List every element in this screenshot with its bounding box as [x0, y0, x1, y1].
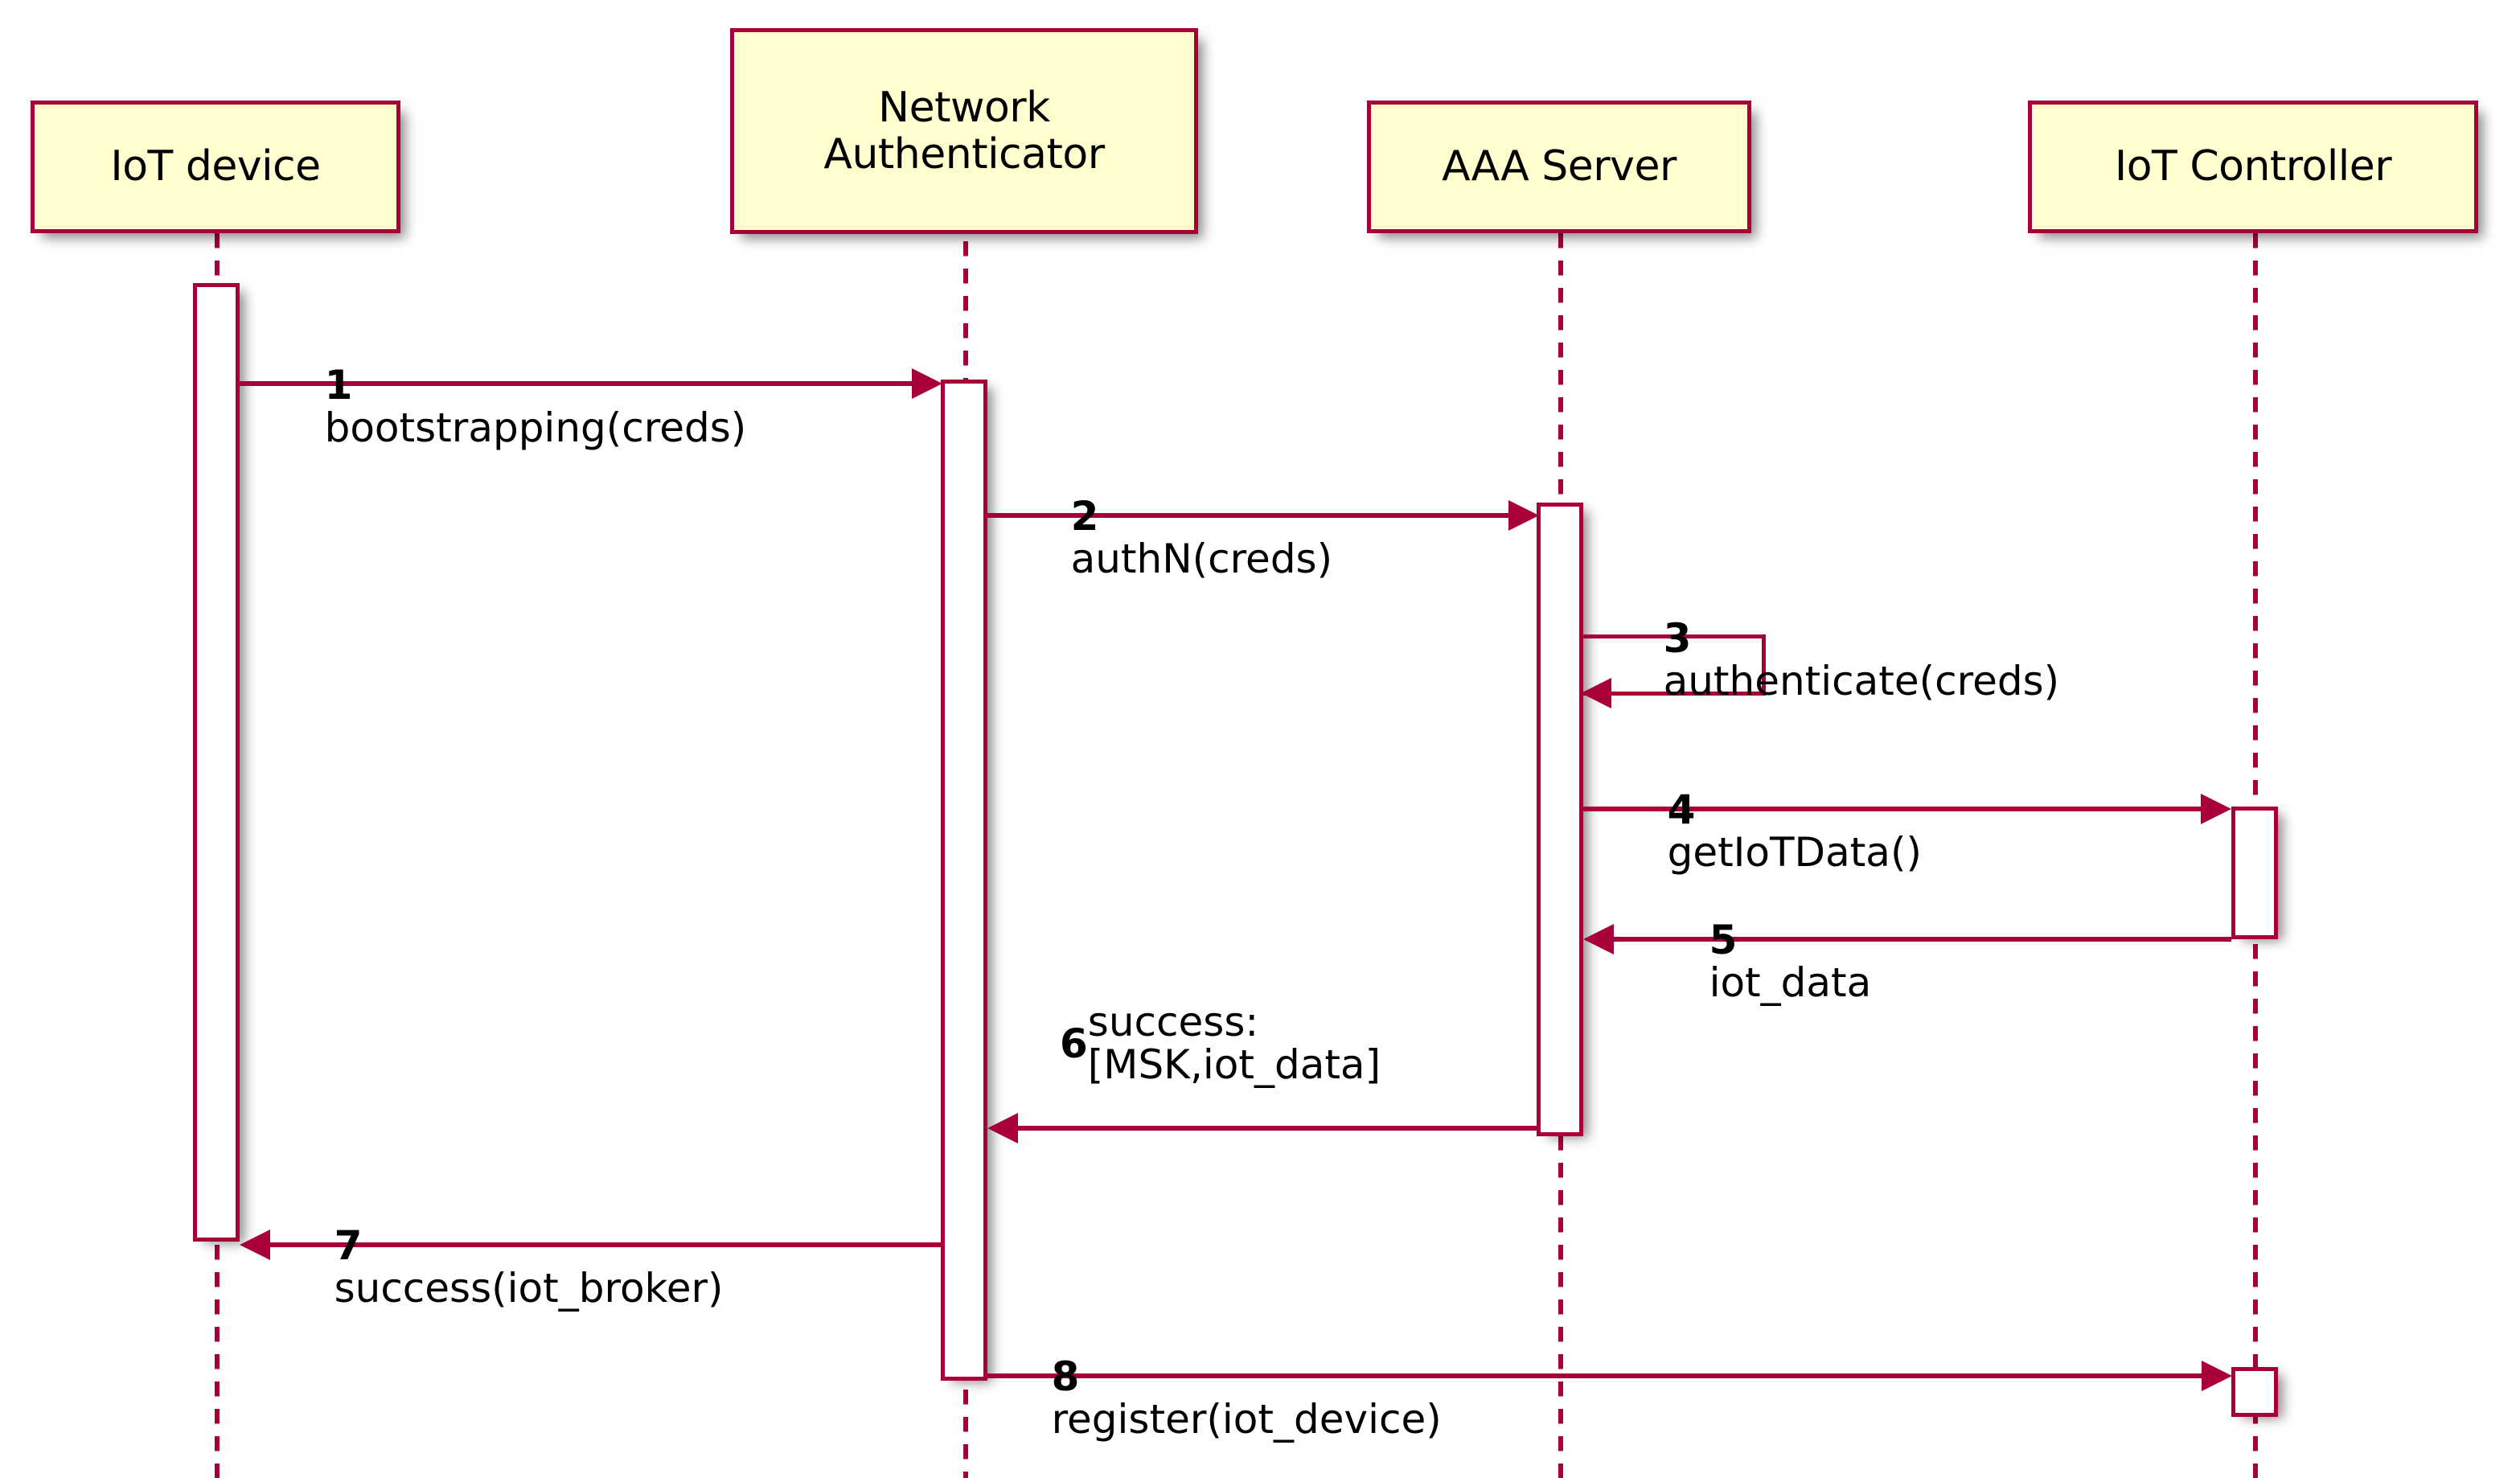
message-2-line: [987, 513, 1510, 518]
participant-label: Network Authenticator: [823, 83, 1105, 179]
message-1-arrowhead: [912, 368, 942, 399]
message-5-number: 5: [1709, 917, 1738, 963]
participant-iot-device[interactable]: IoT device: [31, 101, 400, 233]
message-3-number: 3: [1663, 615, 1692, 662]
participant-iot-controller[interactable]: IoT Controller: [2028, 101, 2478, 233]
message-7-arrowhead: [240, 1230, 270, 1260]
message-3-label: 3 authenticate(creds): [1612, 575, 2060, 745]
participant-label: AAA Server: [1442, 142, 1677, 191]
participant-label: IoT device: [110, 142, 321, 191]
message-7-number: 7: [334, 1222, 363, 1269]
message-2-number: 2: [1070, 493, 1099, 540]
message-3-arrowhead: [1581, 678, 1611, 708]
message-2-arrowhead: [1508, 500, 1539, 531]
message-6-arrowhead: [987, 1113, 1018, 1143]
message-4-line: [1583, 807, 2202, 811]
message-4-text: getIoTData(): [1667, 829, 1922, 876]
message-5-label: 5 iot_data: [1658, 877, 1872, 1047]
message-1-text: bootstrapping(creds): [324, 404, 747, 451]
message-6-number: 6: [1060, 1020, 1088, 1067]
participant-label: IoT Controller: [2114, 142, 2392, 191]
message-5-arrowhead: [1583, 924, 1614, 955]
message-8-arrowhead: [2202, 1361, 2232, 1391]
message-1-line: [240, 381, 913, 386]
message-8-text: register(iot_device): [1051, 1396, 1442, 1443]
message-8-label: 8 register(iot_device): [1000, 1313, 1442, 1478]
message-8-line: [987, 1373, 2203, 1378]
message-7-label: 7 success(iot_broker): [283, 1182, 724, 1353]
message-1-label: 1 bootstrapping(creds): [273, 322, 747, 492]
message-5-line: [1614, 937, 2231, 942]
message-2-text: authN(creds): [1070, 536, 1333, 582]
message-6-text-line2: [MSK,iot_data]: [1087, 1041, 1381, 1088]
participant-network-authenticator[interactable]: Network Authenticator: [730, 28, 1198, 234]
message-5-text: iot_data: [1709, 959, 1872, 1006]
message-8-number: 8: [1051, 1353, 1080, 1400]
message-4-label: 4 getIoTData(): [1616, 746, 1922, 917]
message-6-line: [1018, 1126, 1537, 1131]
activation-iot-controller-1: [2231, 807, 2278, 939]
activation-iot-controller-2: [2231, 1367, 2278, 1417]
message-4-number: 4: [1667, 786, 1696, 833]
message-3-text: authenticate(creds): [1663, 658, 2060, 704]
message-2-label: 2 authN(creds): [1020, 453, 1333, 623]
activation-iot-device: [193, 283, 240, 1242]
message-1-number: 1: [324, 362, 353, 409]
message-4-arrowhead: [2201, 794, 2231, 824]
participant-aaa-server[interactable]: AAA Server: [1367, 101, 1751, 233]
activation-aaa-server: [1537, 503, 1583, 1136]
message-7-line: [270, 1242, 941, 1247]
message-6-text-line1: success:: [1087, 999, 1259, 1045]
message-3-selfloop: [1581, 634, 1766, 696]
message-7-text: success(iot_broker): [334, 1265, 724, 1312]
activation-network-authenticator: [941, 380, 987, 1381]
